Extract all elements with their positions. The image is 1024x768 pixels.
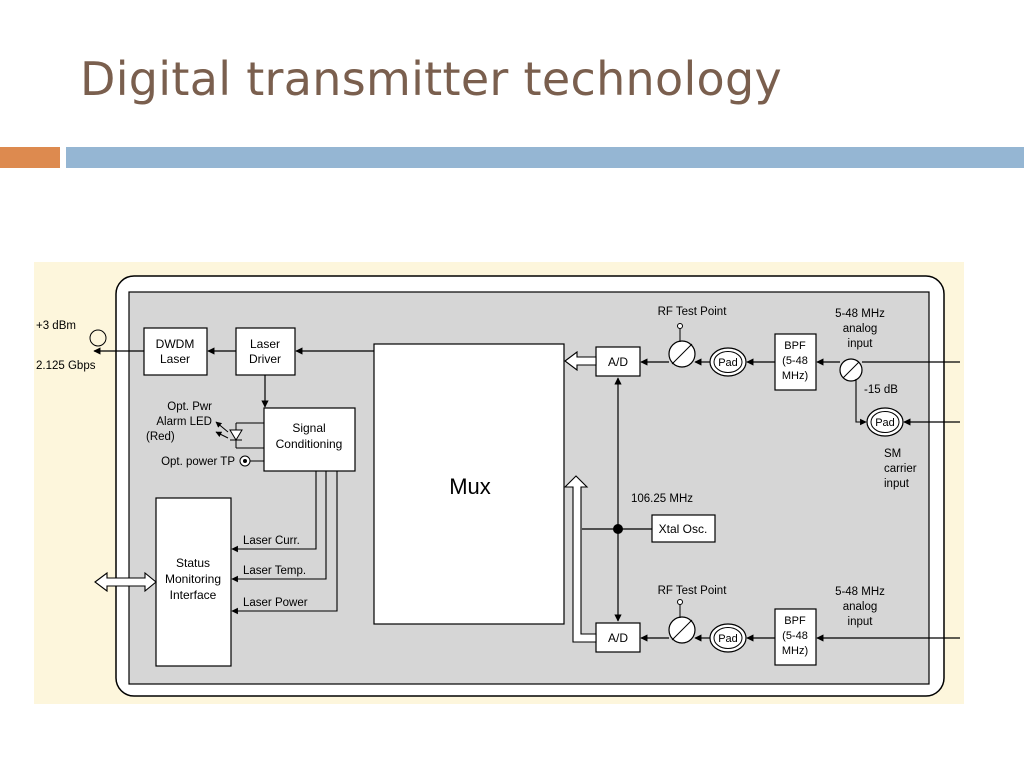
dwdm-laser-label-1: DWDM [156,337,195,351]
sm-carrier-input-label-2: carrier [884,463,917,475]
alarm-led-icon [215,421,264,449]
laser-power-line [231,471,338,615]
pad-top-label: Pad [718,357,738,369]
ad-top-to-mux-arrow [564,350,597,372]
diagram-canvas: DWDM Laser Laser Driver Signal Condition… [34,262,964,704]
xtal-oscillator-block [651,514,716,543]
laser-driver-label-2: Driver [249,352,281,366]
analog-input-top-label-3: input [848,338,874,350]
bpf-bottom-block [774,608,817,666]
alarm-led-label-2: Alarm LED [156,416,212,428]
accent-bar-orange [0,147,60,168]
sm-carrier-input-label-3: input [884,478,910,490]
laser-current-label: Laser Curr. [243,535,300,547]
signal-conditioning-label-2: Conditioning [276,437,343,451]
laser-driver-label-1: Laser [250,337,280,351]
opt-power-test-point-icon [239,455,264,467]
status-monitoring-block [155,497,232,667]
clock-frequency-label: 106.25 MHz [631,493,693,505]
rf-amplifier-bottom [668,616,696,644]
bpf-top-label-1: BPF [784,340,806,352]
xtal-oscillator-label: Xtal Osc. [659,522,708,536]
pad-top: Pad [709,347,747,377]
opt-power-tp-label: Opt. power TP [161,456,235,468]
pad-bottom: Pad [709,623,747,653]
rf-test-point-top-label: RF Test Point [658,306,728,318]
analog-input-bottom-label-3: input [848,616,874,628]
status-monitoring-label-2: Monitoring [165,572,221,586]
signal-conditioning-block [263,407,356,472]
sm-carrier-input-label-1: SM [884,448,901,460]
alarm-led-label-1: Opt. Pwr [167,401,212,413]
analog-input-top-label-1: 5-48 MHz [835,308,885,320]
clock-junction-dot [613,524,623,534]
fiber-loop-icon [89,329,107,347]
alarm-led-label-3: (Red) [146,431,175,443]
bpf-top-label-3: MHz) [782,370,808,382]
ad-converter-top-label: A/D [608,355,628,369]
status-interface-io-arrow [94,571,157,593]
slide-title: Digital transmitter technology [80,52,782,106]
rf-amplifier-top [668,340,696,368]
analog-input-bottom-label-1: 5-48 MHz [835,586,885,598]
rf-coupler [839,358,863,382]
rf-test-point-bottom-icon [677,599,683,618]
bpf-bottom-label-3: MHz) [782,645,808,657]
laser-temp-line [231,471,327,583]
bpf-bottom-label-1: BPF [784,615,806,627]
status-monitoring-label-1: Status [176,556,210,570]
output-rate-label: 2.125 Gbps [36,360,96,372]
accent-bar-blue [66,147,1024,168]
analog-input-top-label-2: analog [843,323,878,335]
output-power-label: +3 dBm [36,320,76,332]
analog-input-bottom-label-2: analog [843,601,878,613]
ad-converter-bottom [595,622,641,653]
pad-bottom-label: Pad [718,633,738,645]
ad-converter-top [595,346,641,377]
transmitter-block-diagram: DWDM Laser Laser Driver Signal Condition… [34,262,964,704]
signal-conditioning-label-1: Signal [292,421,325,435]
rf-test-point-bottom-label: RF Test Point [658,585,728,597]
pad-sm-carrier: Pad [866,407,904,437]
laser-driver-block [235,327,296,376]
laser-temp-label: Laser Temp. [243,565,306,577]
mux-block [373,343,565,625]
pad-sm-label: Pad [875,417,895,429]
mux-label: Mux [449,474,491,499]
bpf-top-label-2: (5-48 [782,355,808,367]
status-monitoring-label-3: Interface [170,588,217,602]
bpf-bottom-label-2: (5-48 [782,630,808,642]
dwdm-laser-label-2: Laser [160,352,190,366]
coupler-to-pad-sm-line [855,379,867,426]
bpf-top-block [774,333,817,391]
laser-current-line [231,471,317,553]
ad-converter-bottom-label: A/D [608,631,628,645]
coupler-loss-label: -15 dB [864,384,898,396]
ad-bottom-to-mux-arrow [563,475,597,643]
rf-test-point-top-icon [677,323,683,342]
laser-power-label: Laser Power [243,597,308,609]
